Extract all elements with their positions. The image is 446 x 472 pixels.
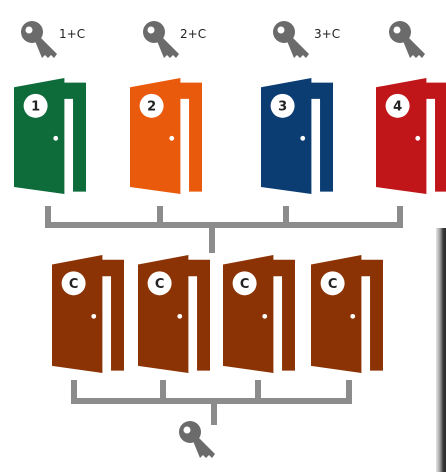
door-badge bbox=[61, 271, 86, 296]
connector-drop bbox=[346, 380, 352, 402]
key-icon bbox=[21, 21, 57, 58]
connector-drop bbox=[255, 380, 261, 402]
door-badge-label: C bbox=[328, 277, 338, 292]
door-badge-label: 4 bbox=[393, 99, 402, 114]
door-badge-label: 1 bbox=[31, 99, 40, 114]
connector-drop bbox=[45, 206, 51, 224]
key-icon bbox=[179, 421, 215, 458]
door-badge bbox=[320, 271, 345, 296]
door-badge-label: 3 bbox=[278, 99, 287, 114]
key-label: 2+C bbox=[180, 27, 206, 41]
door-icon: C bbox=[311, 255, 383, 373]
connector-drop bbox=[160, 380, 166, 402]
door-badge bbox=[232, 271, 257, 296]
door-icon: C bbox=[138, 255, 210, 373]
door-badge-label: 2 bbox=[147, 99, 156, 114]
connector-drop bbox=[397, 206, 403, 224]
door-badge bbox=[147, 271, 172, 296]
connector-stem bbox=[209, 225, 215, 253]
door-badge bbox=[139, 93, 164, 118]
door-badge-label: C bbox=[69, 277, 79, 292]
key-label: 3+C bbox=[314, 27, 340, 41]
top-connector-lines bbox=[45, 206, 403, 253]
door-badge-label: C bbox=[155, 277, 165, 292]
door-badge bbox=[385, 93, 410, 118]
connector-bar bbox=[45, 222, 403, 228]
bottom-connector-lines bbox=[71, 380, 352, 425]
door-icon: C bbox=[223, 255, 295, 373]
door-icon: 1 bbox=[14, 78, 86, 194]
top-keys: 1+C 2+C 3+C bbox=[21, 21, 425, 58]
door-icon: C bbox=[52, 255, 124, 373]
master-key bbox=[179, 421, 215, 458]
connector-drop bbox=[283, 206, 289, 224]
key-icon bbox=[143, 21, 179, 58]
door-badge bbox=[270, 93, 295, 118]
connector-drop bbox=[157, 206, 163, 224]
door-badge-label: C bbox=[240, 277, 250, 292]
key-icon bbox=[273, 21, 309, 58]
background-photo bbox=[436, 228, 446, 472]
connector-stem bbox=[211, 401, 217, 425]
door-badge bbox=[23, 93, 48, 118]
key-icon bbox=[389, 21, 425, 58]
connector-drop bbox=[71, 380, 77, 402]
door-icon: 3 bbox=[261, 78, 333, 194]
key-label: 1+C bbox=[59, 27, 85, 41]
top-doors: 1 2 3 4 bbox=[14, 78, 446, 194]
door-icon: 4 bbox=[376, 78, 446, 194]
door-icon: 2 bbox=[130, 78, 202, 194]
